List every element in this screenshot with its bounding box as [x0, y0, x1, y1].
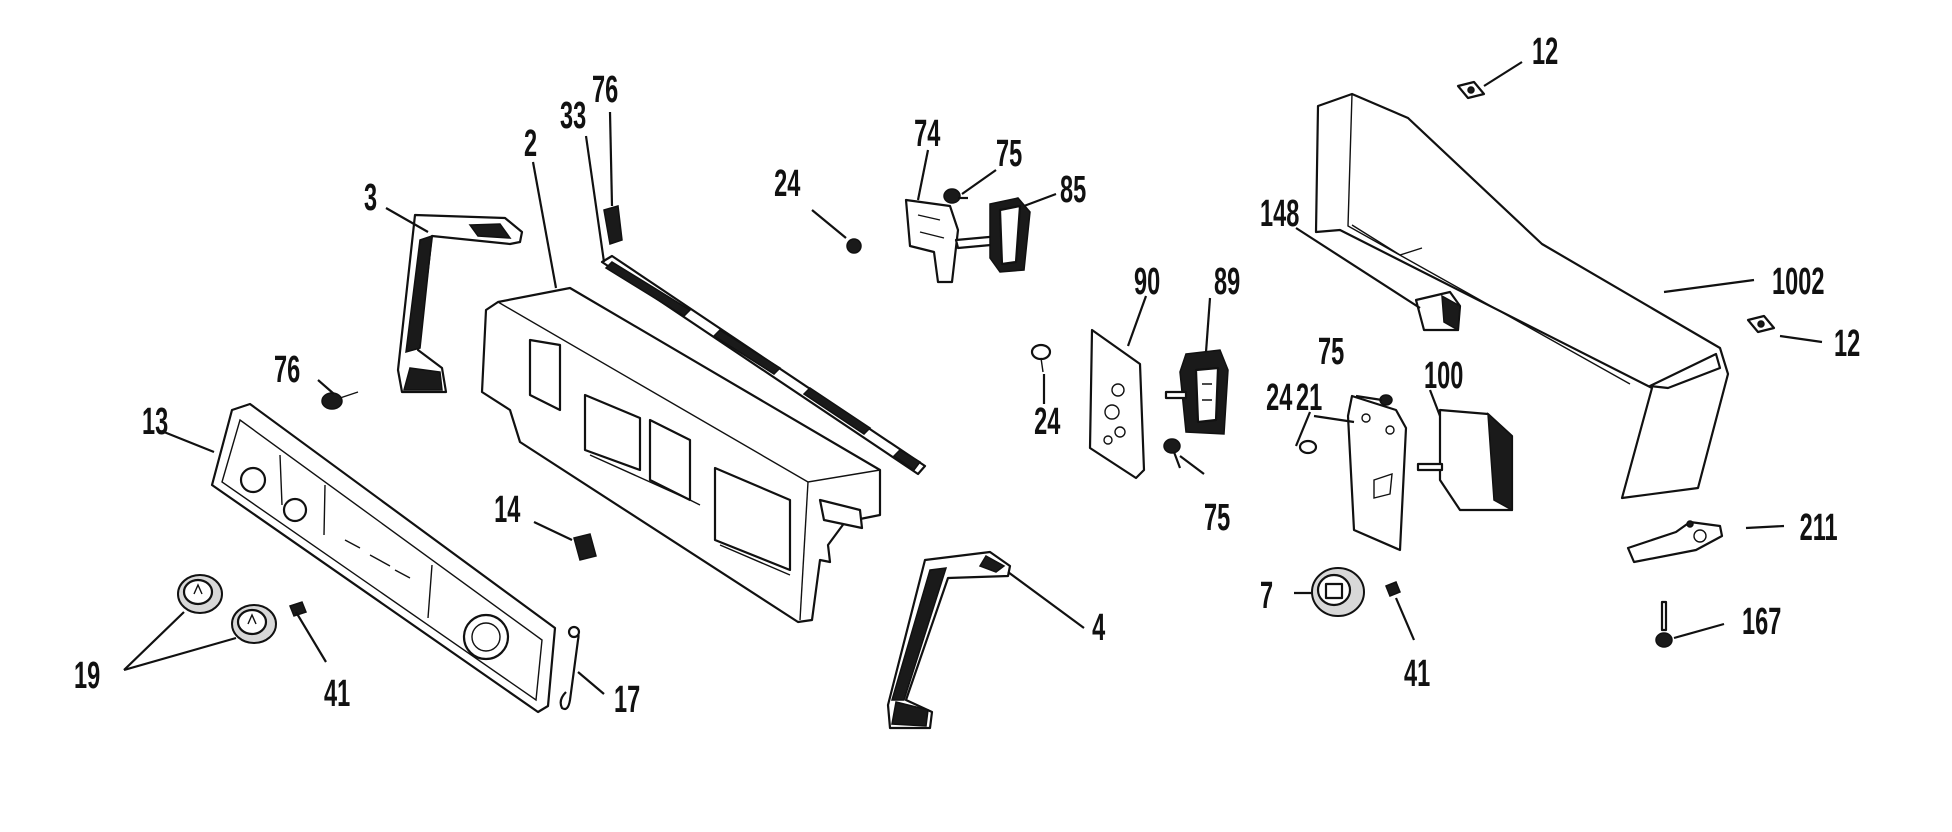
label-7: 7 — [1260, 573, 1273, 616]
label-75-top: 75 — [996, 131, 1022, 174]
part-labels: 76 33 2 3 76 13 14 19 41 17 4 24 74 75 8… — [74, 29, 1860, 720]
part-41-insert-left — [289, 601, 307, 617]
label-76-top: 76 — [592, 67, 618, 110]
label-17: 17 — [614, 677, 640, 720]
part-33-trim-strip — [600, 254, 927, 476]
label-41-left: 41 — [324, 671, 350, 714]
label-148: 148 — [1260, 191, 1299, 234]
label-211: 211 — [1800, 505, 1838, 548]
label-90: 90 — [1134, 259, 1160, 302]
part-7-fitting — [1311, 567, 1365, 617]
part-148-clip — [1414, 290, 1462, 332]
part-21-timer-plate — [1346, 394, 1408, 552]
part-85-switch — [989, 197, 1031, 273]
label-24-top: 24 — [774, 161, 801, 204]
label-74: 74 — [914, 111, 941, 154]
part-211-hinge-bracket — [1626, 520, 1724, 564]
part-12-clip-top — [1456, 80, 1486, 100]
part-3-left-end-cap — [396, 213, 524, 394]
part-14-clip — [573, 533, 597, 561]
part-90-mounting-plate — [1088, 328, 1146, 480]
part-74-bracket — [904, 198, 1004, 284]
label-2: 2 — [524, 121, 537, 164]
label-12-right: 12 — [1834, 321, 1860, 364]
label-14: 14 — [494, 487, 521, 530]
part-24-screw-mid — [1030, 343, 1052, 373]
part-167-screw — [1655, 600, 1673, 648]
label-3: 3 — [364, 175, 377, 218]
part-2-console-panel — [480, 286, 882, 624]
part-76-screw-left — [321, 391, 359, 410]
part-75-screw-top — [943, 188, 968, 204]
part-1002-backsplash-cover — [1314, 92, 1730, 500]
part-4-right-end-cap — [886, 550, 1012, 730]
part-17-spring — [559, 625, 581, 711]
label-85: 85 — [1060, 167, 1086, 210]
part-24-screw-top — [846, 238, 862, 254]
part-13-control-panel-face — [210, 402, 557, 714]
label-76-left: 76 — [274, 347, 300, 390]
label-19: 19 — [74, 653, 100, 696]
part-76-clip-top — [603, 205, 623, 245]
part-19-knobs — [177, 574, 277, 644]
label-24-mid: 24 — [1034, 399, 1061, 442]
label-1002: 1002 — [1772, 259, 1824, 302]
label-13: 13 — [142, 399, 168, 442]
label-12-top: 12 — [1532, 29, 1558, 72]
label-21: 21 — [1296, 375, 1322, 418]
label-89: 89 — [1214, 259, 1240, 302]
part-100-timer-motor — [1416, 408, 1514, 512]
label-4: 4 — [1092, 605, 1105, 648]
label-167: 167 — [1742, 599, 1781, 642]
leader-lines — [123, 61, 1823, 695]
label-41-right: 41 — [1404, 651, 1430, 694]
part-75-screw-mid — [1163, 438, 1182, 469]
part-12-clip-right — [1746, 314, 1776, 334]
label-24-right: 24 — [1266, 375, 1293, 418]
part-24-screw-right — [1298, 439, 1318, 455]
label-75-right: 75 — [1318, 329, 1344, 372]
label-100: 100 — [1424, 353, 1463, 396]
label-33: 33 — [560, 93, 586, 136]
part-89-switch-body — [1164, 349, 1229, 435]
label-75-mid: 75 — [1204, 495, 1230, 538]
part-41-insert-right — [1385, 581, 1401, 597]
